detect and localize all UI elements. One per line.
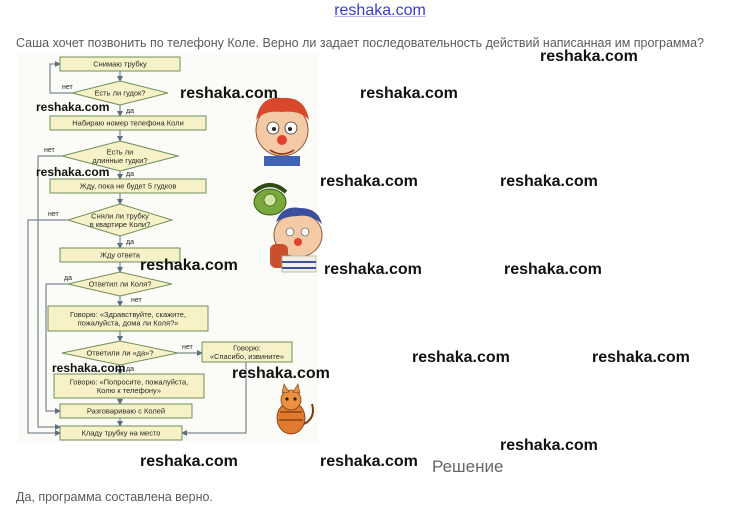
decision-diamond [71,80,169,106]
branch-label-yes: да [126,171,134,178]
decision-text: Сняли ли трубку [91,211,149,220]
clown-on-phone-illustration [270,207,323,273]
process-step-text: Говорю: «Попросите, пожалуйста, [70,377,189,386]
decision-text: в квартире Коли? [90,220,151,229]
decision-text: Есть ли гудок? [95,89,146,98]
process-step-box [59,403,193,419]
decision-text: Есть ли [107,147,134,156]
branch-label-no: нет [62,84,74,91]
process-step-text: Говорю: «Здравствуйте, скажите, [70,310,186,319]
decision-text: Ответил ли Коля? [89,280,152,289]
branch-label-no: нет [131,297,143,304]
branch-label-yes: да [126,366,134,373]
flow-connectors [27,61,247,436]
process-step-box [59,247,181,263]
solution-title: Решение [432,457,504,476]
process-step-box [53,373,205,399]
watermark: reshaka.com [540,48,638,65]
process-step-box [59,56,181,72]
question-text: Саша хочет позвонить по телефону Коле. В… [16,36,704,50]
process-step-box [49,178,207,194]
process-step-text: Говорю: [233,343,261,352]
answer-text: Да, программа составлена верно. [16,490,213,504]
branch-label-no: нет [48,211,60,218]
process-step-box [49,115,207,131]
decision-diamond [66,203,174,237]
branch-label-yes: да [64,275,72,282]
watermark: reshaka.com [324,261,422,278]
process-step-text: Колю к телефону» [97,386,161,395]
decision-text: Ответили ли «да»? [86,349,153,358]
watermark: reshaka.com [140,257,238,274]
decision-text: длинные гудки? [92,156,147,165]
process-step-text: «Спасибо, извините» [210,352,284,361]
connector-line [27,219,68,436]
branch-label-yes: да [126,239,134,246]
watermark: reshaka.com [320,453,418,470]
process-step-text: Кладу трубку на место [82,429,161,438]
watermark: reshaka.com [504,261,602,278]
process-step-text: Разговариваю с Колей [87,407,165,416]
watermark: reshaka.com [412,349,510,366]
process-step-box [47,305,209,332]
branch-label-yes: да [126,108,134,115]
watermark: reshaka.com [232,365,330,382]
watermark: reshaka.com [320,173,418,190]
branch-label-no: нет [182,344,194,351]
decision-diamond [60,140,180,172]
connector-line [37,155,62,430]
green-telephone-illustration [252,183,288,216]
watermark: reshaka.com [592,349,690,366]
connector-line [181,361,247,436]
process-step-text: Снимаю трубку [93,60,147,69]
decision-diamond [61,340,179,366]
decision-diamond [67,271,173,297]
process-step-text: Жду, пока не будет 5 гудков [80,182,177,191]
watermark: reshaka.com [360,85,458,102]
watermark: reshaka.com [140,453,238,470]
process-step-box [59,425,183,441]
watermark: reshaka.com [52,361,126,375]
watermark: reshaka.com [36,165,110,179]
process-step-text: Набираю номер телефона Коли [72,119,184,128]
watermark: reshaka.com [180,85,278,102]
process-step-text: пожалуйста, дома ли Коля?» [78,318,179,327]
watermark: reshaka.com [500,173,598,190]
cat-illustration [276,383,314,435]
connector-line [49,61,72,94]
process-step-text: Жду ответа [100,251,141,260]
branch-label-no: нет [44,147,56,154]
site-logo[interactable]: reshaka.com [334,2,426,19]
process-step-box [201,341,293,363]
connector-line [45,283,68,414]
watermark: reshaka.com [500,437,598,454]
watermark: reshaka.com [36,100,110,114]
clown-head-illustration [255,97,309,166]
